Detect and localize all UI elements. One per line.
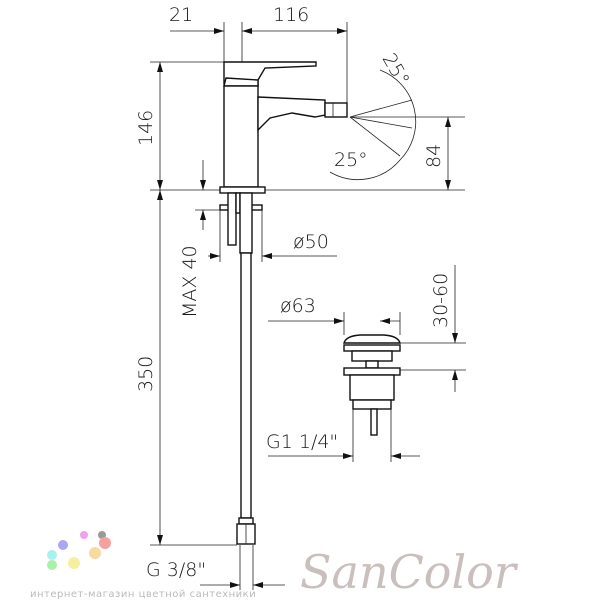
dim-drain-thread: G1 1/4" (266, 431, 338, 453)
dim-offset-21: 21 (169, 4, 193, 26)
dim-spout-84: 84 (423, 144, 445, 168)
dim-reach-116: 116 (273, 4, 309, 26)
dim-max-40: MAX 40 (179, 245, 201, 318)
dim-hose-thread: G 3/8" (146, 559, 206, 581)
dim-hose-350: 350 (135, 356, 157, 392)
angle-up-label: 25° (378, 50, 414, 90)
height-dimensions: 146 84 (135, 61, 465, 191)
watermark-tagline: интернет-магазин цветной сантехники (30, 589, 256, 600)
angle-down-label: 25° (334, 149, 368, 171)
watermark: SanColor интернет-магазин цветной сантех… (30, 531, 519, 600)
drain-valve: ø63 30-60 G1 1/4" (266, 265, 466, 462)
faucet-body (219, 61, 348, 545)
deck-dimensions: MAX 40 ø50 350 G 3/8" (135, 160, 337, 590)
dim-hole-50: ø50 (293, 231, 329, 253)
dim-height-146: 146 (135, 110, 157, 146)
watermark-brand: SanColor (300, 545, 519, 599)
dim-drain-cap-63: ø63 (280, 295, 316, 317)
top-dimensions: 21 116 (169, 4, 348, 190)
dim-drain-range: 30-60 (430, 273, 452, 328)
